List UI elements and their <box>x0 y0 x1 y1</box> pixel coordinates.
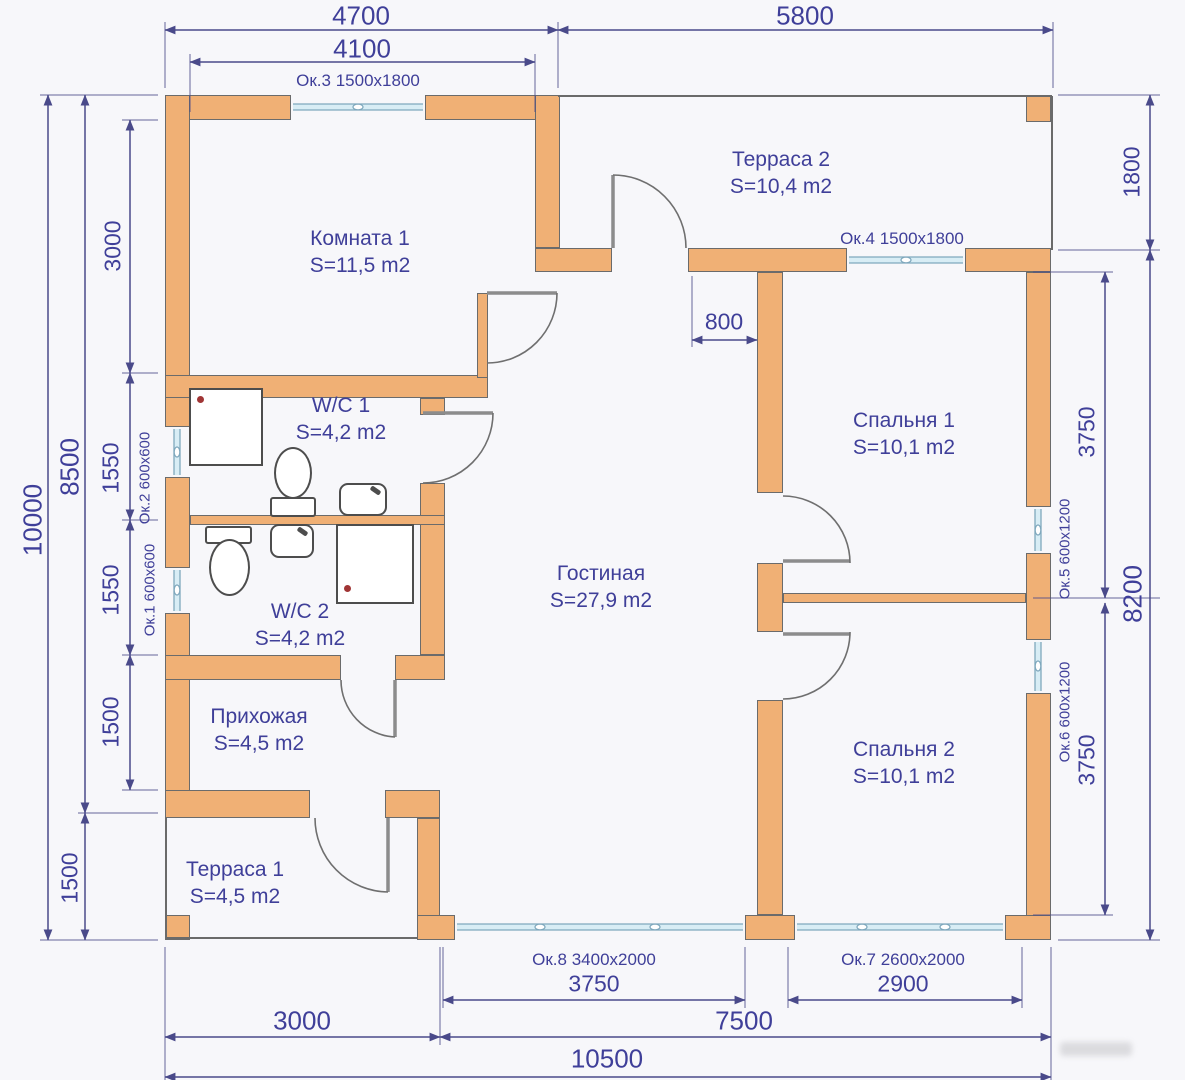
terrace1-post <box>165 915 190 940</box>
wall-prihozhaya-bottom-a <box>165 790 310 818</box>
dim-window8-span: 3750 <box>568 970 620 997</box>
room-area: S=10,1 m2 <box>852 436 956 459</box>
dimension-lines <box>43 25 1155 1080</box>
dim-total-width: 10500 <box>570 1043 644 1074</box>
window-label-ok8: Ок.8 3400x2000 <box>532 950 656 969</box>
watermark <box>1060 1042 1132 1056</box>
room-name: Спальня 1 <box>853 409 955 432</box>
wall-right-c <box>1026 693 1051 940</box>
dim-bedroom1-height: 3750 <box>1073 406 1100 458</box>
wall-bottom-a <box>417 915 455 940</box>
dim-wc2-height: 1550 <box>97 564 124 616</box>
wall-room1-right <box>535 95 560 248</box>
window-label-ok1: Ок.1 600x600 <box>141 543 159 637</box>
room-label-terrasa2: Терраса 2 S=10,4 m2 <box>730 146 832 200</box>
wall-right-a <box>1026 272 1051 507</box>
wall-prihozhaya-top-a <box>165 655 341 680</box>
room-label-wc1: W/C 1 S=4,2 m2 <box>296 392 386 446</box>
window-label-ok7: Ок.7 2600x2000 <box>841 950 965 969</box>
room-name: W/C 2 <box>270 600 330 623</box>
dim-terrace1-width: 3000 <box>273 1005 331 1036</box>
wall-prihozhaya-top-b <box>395 655 445 680</box>
doors <box>314 174 851 893</box>
wall-center-a <box>757 272 783 493</box>
dim-window7-span: 2900 <box>877 970 929 997</box>
dim-left-total: 10000 <box>17 483 48 557</box>
wall-left-b <box>165 477 190 568</box>
window-label-ok3: Ок.3 1500x1800 <box>296 71 420 90</box>
room-area: S=11,5 m2 <box>309 254 411 277</box>
wall-center-b <box>757 563 783 632</box>
dim-right-total: 8200 <box>1117 565 1148 623</box>
dim-main-width: 7500 <box>715 1005 773 1036</box>
room-label-wc2: W/C 2 S=4,2 m2 <box>255 598 345 652</box>
room-name: W/C 1 <box>311 394 371 417</box>
wall-room1-door-stub <box>477 293 488 378</box>
room-name: Спальня 2 <box>853 738 955 761</box>
dim-top-left: 4700 <box>332 0 390 31</box>
room-name: Гостиная <box>556 562 646 585</box>
wc2-shower <box>336 524 414 604</box>
dim-pier: 800 <box>704 308 744 335</box>
wall-wc-divider <box>190 515 445 525</box>
wc2-sink <box>270 524 314 558</box>
extension-lines <box>40 22 1160 1080</box>
room-name: Терраса 2 <box>731 148 831 171</box>
wall-north-b <box>688 248 847 272</box>
room-name: Терраса 1 <box>185 858 285 881</box>
window-label-ok6: Ок.6 600x1200 <box>1056 661 1074 763</box>
terrace2-post <box>1026 95 1051 122</box>
wc1-sink <box>339 483 387 516</box>
room-label-gostinaya: Гостиная S=27,9 m2 <box>550 560 652 614</box>
wall-bottom-b <box>1005 915 1051 940</box>
shower-drain-icon <box>344 585 351 592</box>
room-area: S=10,1 m2 <box>852 765 956 788</box>
room-area: S=4,2 m2 <box>254 627 346 650</box>
room-label-terrasa1: Терраса 1 S=4,5 m2 <box>186 856 284 910</box>
dim-wc1-height: 1550 <box>97 442 124 494</box>
room-area: S=10,4 m2 <box>729 175 833 198</box>
wc2-toilet-bowl <box>209 539 250 596</box>
room-area: S=27,9 m2 <box>549 589 653 612</box>
dim-bedroom2-height: 3750 <box>1073 734 1100 786</box>
room-label-prihozhaya: Прихожая S=4,5 m2 <box>210 703 307 757</box>
dim-hall-height: 1500 <box>97 696 124 748</box>
room-area: S=4,5 m2 <box>213 732 305 755</box>
dim-room1-height: 3000 <box>99 220 126 272</box>
wall-north-a <box>535 248 612 272</box>
room-name: Прихожая <box>210 705 308 728</box>
room-area: S=4,5 m2 <box>189 885 281 908</box>
room-label-spalnya1: Спальня 1 S=10,1 m2 <box>853 407 955 461</box>
terrace-boundaries <box>165 95 1053 939</box>
dim-top-right: 5800 <box>776 0 834 31</box>
wall-bottom-pier <box>745 915 795 940</box>
room-area: S=4,2 m2 <box>295 421 387 444</box>
window-label-ok2: Ок.2 600x600 <box>136 431 154 525</box>
wall-bedroom-divider <box>783 593 1026 603</box>
window-glazing <box>173 103 1042 931</box>
dim-top-inner: 4100 <box>333 33 391 64</box>
dim-left-main: 8500 <box>54 438 85 496</box>
room-name: Комната 1 <box>310 227 410 250</box>
wc1-toilet-bowl <box>274 447 312 499</box>
wall-hall-b <box>420 483 445 655</box>
dim-terrace1-height: 1500 <box>56 852 83 904</box>
wall-center-c <box>757 700 783 915</box>
wall-left-c <box>165 613 190 818</box>
wall-left-a <box>165 95 190 427</box>
wc1-shower <box>189 388 263 466</box>
shower-drain-icon <box>197 396 204 403</box>
window-label-ok4: Ок.4 1500x1800 <box>840 229 964 248</box>
wall-right-b <box>1026 553 1051 640</box>
room-label-komnata1: Комната 1 S=11,5 m2 <box>310 225 411 279</box>
wc1-toilet-tank <box>270 497 316 517</box>
dim-terrace2-height: 1800 <box>1118 146 1145 198</box>
wall-north-c <box>965 248 1051 272</box>
wall-prihozhaya-bottom-b <box>385 790 440 818</box>
room-label-spalnya2: Спальня 2 S=10,1 m2 <box>853 736 955 790</box>
window-label-ok5: Ок.5 600x1200 <box>1056 498 1074 600</box>
